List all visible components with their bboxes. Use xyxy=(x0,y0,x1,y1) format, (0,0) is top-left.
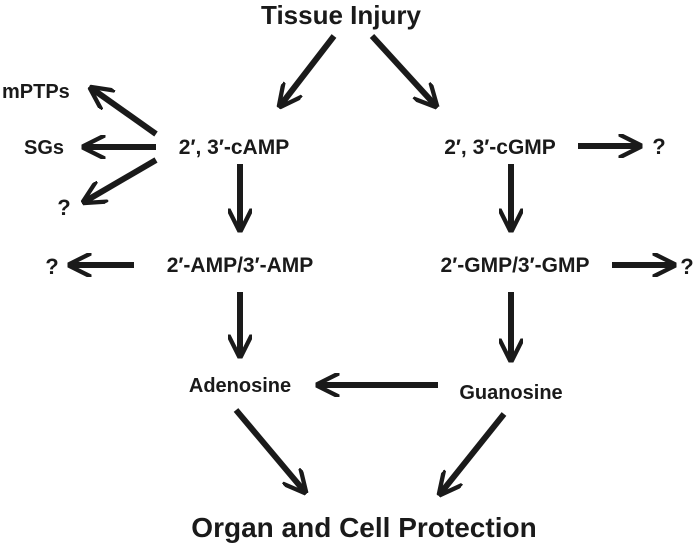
node-2-3-cgmp: 2′, 3′-cGMP xyxy=(444,136,556,159)
node-unknown-amp: ? xyxy=(45,254,58,279)
arrow-injury-to-cgmp xyxy=(369,33,436,106)
node-tissue-injury: Tissue Injury xyxy=(261,0,421,30)
node-unknown-camp: ? xyxy=(57,195,70,220)
node-2-gmp-3-gmp: 2′-GMP/3′-GMP xyxy=(441,254,590,277)
arrow-guanosine-to-protection xyxy=(440,412,507,494)
node-unknown-gmp: ? xyxy=(680,254,693,279)
arrow-camp-to-mptps xyxy=(91,88,158,137)
node-mptps: mPTPs xyxy=(2,81,70,103)
node-sgs: SGs xyxy=(24,137,64,159)
node-organ-and-cell-protection: Organ and Cell Protection xyxy=(191,512,536,543)
node-adenosine: Adenosine xyxy=(189,375,291,397)
arrow-injury-to-camp xyxy=(280,34,337,106)
arrow-adenosine-to-protection xyxy=(233,408,305,492)
arrow-camp-to-unknown xyxy=(84,157,158,202)
node-guanosine: Guanosine xyxy=(459,382,562,404)
node-2-amp-3-amp: 2′-AMP/3′-AMP xyxy=(167,254,314,277)
node-unknown-cgmp: ? xyxy=(652,134,665,159)
node-2-3-camp: 2′, 3′-cAMP xyxy=(179,136,289,159)
